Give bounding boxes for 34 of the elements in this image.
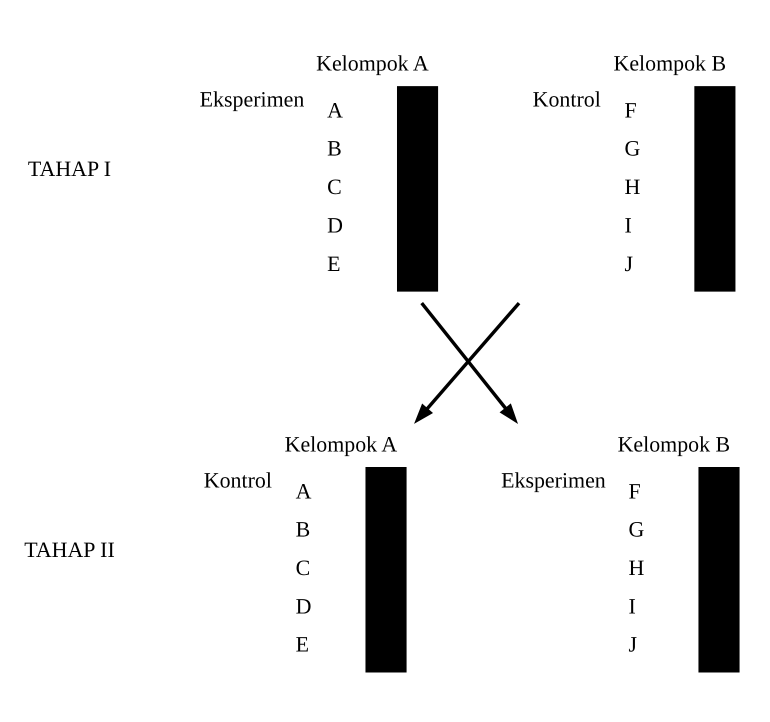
node-label: D [327, 212, 343, 237]
node-box [698, 466, 740, 672]
node-box [694, 86, 736, 292]
node-label: H [624, 174, 640, 199]
node-label: A [327, 96, 343, 122]
node-label: Kelompok B [618, 431, 730, 456]
node-label: C [296, 554, 310, 580]
node-label: F [624, 96, 637, 122]
label: TAHAP I [28, 156, 112, 181]
node-label: D [296, 592, 312, 618]
label: TAHAP II [24, 536, 115, 562]
node-label: B [327, 135, 342, 160]
node-label: Kelompok A [284, 431, 398, 456]
node-label: G [624, 135, 640, 160]
node-label: Eksperimen [200, 86, 304, 111]
node-label: F [628, 478, 641, 503]
node-label: Kontrol [532, 86, 601, 111]
node-label: I [628, 592, 636, 618]
node-label: Kontrol [204, 466, 272, 492]
node-label: E [327, 250, 340, 276]
node-label: B [296, 516, 310, 542]
node-label: H [628, 554, 644, 580]
node-label: E [296, 631, 309, 656]
node-box [365, 466, 407, 672]
node-label: G [628, 516, 644, 542]
node-label: J [628, 631, 638, 656]
node-label: A [296, 478, 312, 503]
node-label: J [624, 250, 633, 276]
node-box [397, 86, 438, 292]
node-label: Kelompok B [613, 50, 726, 76]
node-label: Eksperimen [501, 466, 606, 492]
node-label: C [327, 174, 342, 199]
node-label: Kelompok A [316, 50, 429, 76]
node-label: I [624, 212, 632, 237]
